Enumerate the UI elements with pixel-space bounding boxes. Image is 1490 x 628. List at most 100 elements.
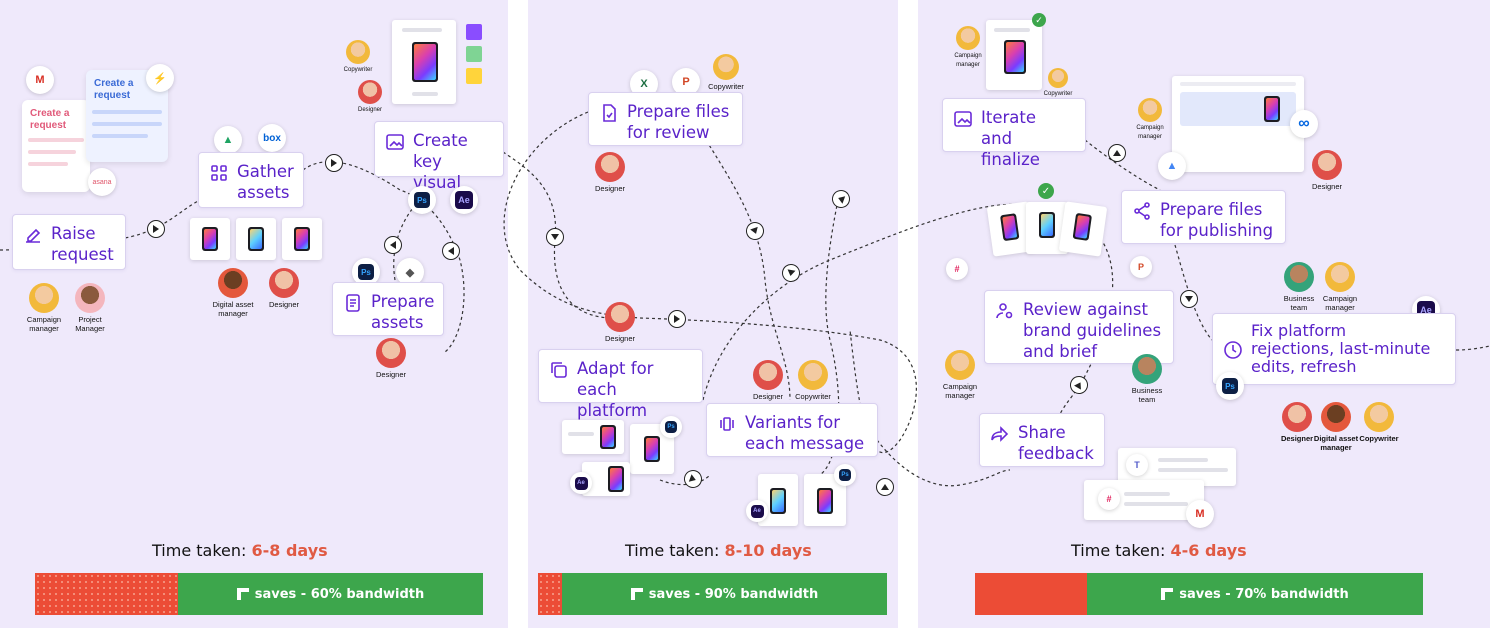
photoshop-badge: Ps (1222, 378, 1238, 394)
time-value: 4-6 days (1170, 541, 1247, 560)
person-designer: Designer (1265, 402, 1329, 443)
avatar (346, 40, 370, 64)
step-label: Iterate and finalize (981, 108, 1040, 169)
flow-arrow (325, 154, 343, 172)
savings-label: saves - 70% bandwidth (1179, 586, 1349, 602)
text-line (28, 162, 68, 166)
step-label: Variants for each message (745, 413, 865, 453)
user-settings-icon (995, 301, 1015, 321)
asset-thumbnail (236, 218, 276, 260)
request-card-title: Create a request (30, 108, 70, 131)
step-label: Adapt for each platform (577, 359, 654, 420)
text-line (412, 92, 438, 96)
manual-effort-segment (35, 573, 178, 615)
step-variants-message[interactable]: Variants for each message (706, 403, 878, 457)
step-fix-platform[interactable]: Fix platform rejections, last-minute edi… (1212, 313, 1456, 385)
jira-icon: ⚡ (146, 64, 174, 92)
after-effects-badge: Ae (574, 476, 588, 490)
step-create-key-visual[interactable]: Create key visual (374, 121, 504, 192)
flow-arrow (546, 228, 564, 246)
flow-arrow (442, 242, 460, 260)
person-campaign-manager: Campaign manager (1118, 98, 1182, 142)
person-designer: Designer (578, 152, 642, 193)
savings-segment: saves - 90% bandwidth (562, 573, 887, 615)
step-review-guidelines[interactable]: Review against brand guidelines and brie… (984, 290, 1174, 364)
person-copywriter: Copywriter (326, 40, 390, 75)
photoshop-icon: Ps (408, 186, 436, 214)
meta-icon: ∞ (1290, 110, 1318, 138)
role-label: Digital asset manager (212, 300, 254, 318)
teams-icon: T (1126, 454, 1148, 476)
file-check-icon (599, 103, 619, 123)
step-prepare-files-publishing[interactable]: Prepare files for publishing (1121, 190, 1286, 244)
time-label: Time taken: (625, 541, 720, 560)
savings-segment: saves - 70% bandwidth (1087, 573, 1423, 615)
forward-icon (990, 424, 1010, 444)
text-line (402, 28, 442, 32)
role-label: Digital asset manager (1313, 434, 1359, 452)
role-label: Copywriter (1359, 434, 1399, 443)
key-visual-mockup (392, 20, 456, 104)
slack-icon: # (1098, 488, 1120, 510)
step-label: Prepare files for review (627, 102, 730, 142)
request-card-pink: Create a request (22, 100, 90, 192)
role-label: Designer (1311, 182, 1342, 191)
slack-icon: # (946, 258, 968, 280)
role-label: Project Manager (75, 315, 105, 333)
person-copywriter: Copywriter (1026, 68, 1090, 99)
time-label: Time taken: (1071, 541, 1166, 560)
photoshop-icon: Ps (660, 416, 682, 438)
text-line (92, 134, 148, 138)
after-effects-badge: Ae (750, 504, 764, 518)
person-copywriter: Copywriter (1347, 402, 1411, 443)
step-label: Share feedback (1018, 423, 1094, 463)
person-project-manager: Project Manager (58, 283, 122, 333)
browser-bar (1180, 82, 1296, 86)
step-prepare-files-review[interactable]: Prepare files for review (588, 92, 743, 146)
step-label: Review against brand guidelines and brie… (1023, 300, 1162, 361)
step-prepare-assets[interactable]: Prepare assets (332, 282, 444, 336)
asana-icon: asana (88, 168, 116, 196)
role-label: Copywriter (1043, 91, 1073, 97)
photoshop-badge: Ps (839, 469, 851, 481)
step-adapt-platform[interactable]: Adapt for each platform (538, 349, 703, 420)
avatar (1364, 402, 1394, 432)
photoshop-badge: Ps (665, 421, 677, 433)
asset-thumbnail (562, 420, 624, 454)
after-effects-icon: Ae (570, 472, 592, 494)
person-copywriter: Copywriter (694, 54, 758, 91)
role-label: Campaign manager (954, 53, 982, 68)
role-label: Designer (594, 184, 625, 193)
step-share-feedback[interactable]: Share feedback (979, 413, 1105, 467)
browser-mockup (1172, 76, 1304, 172)
person-business-team: Business team (1115, 354, 1179, 404)
step-iterate-finalize[interactable]: Iterate and finalize (942, 98, 1086, 169)
step-label: Prepare files for publishing (1160, 200, 1274, 240)
text-line (92, 122, 162, 126)
step-raise-request[interactable]: Raise request (12, 214, 126, 270)
step-label: Create key visual (413, 131, 468, 192)
time-taken-2: Time taken: 8-10 days (625, 541, 812, 560)
photoshop-icon: Ps (352, 258, 380, 286)
avatar (1312, 150, 1342, 180)
role-label: Campaign manager (942, 382, 978, 400)
color-swatch (466, 24, 482, 40)
color-swatch (466, 46, 482, 62)
avatar (753, 360, 783, 390)
after-effects-icon: Ae (450, 186, 478, 214)
bandwidth-bar-1: saves - 60% bandwidth (35, 573, 483, 615)
person-copywriter: Copywriter (781, 360, 845, 401)
check-icon: ✓ (1038, 183, 1054, 199)
grid-icon (209, 163, 229, 183)
savings-segment: saves - 60% bandwidth (178, 573, 483, 615)
text-line (92, 110, 162, 114)
step-gather-assets[interactable]: Gather assets (198, 152, 304, 208)
google-drive-icon: ▲ (214, 126, 242, 154)
role-label: Designer (604, 334, 635, 343)
avatar (75, 283, 105, 313)
avatar (29, 283, 59, 313)
time-taken-1: Time taken: 6-8 days (152, 541, 328, 560)
role-label: Business team (1131, 386, 1163, 404)
text-line (1124, 492, 1170, 496)
role-label: Business team (1283, 294, 1315, 312)
